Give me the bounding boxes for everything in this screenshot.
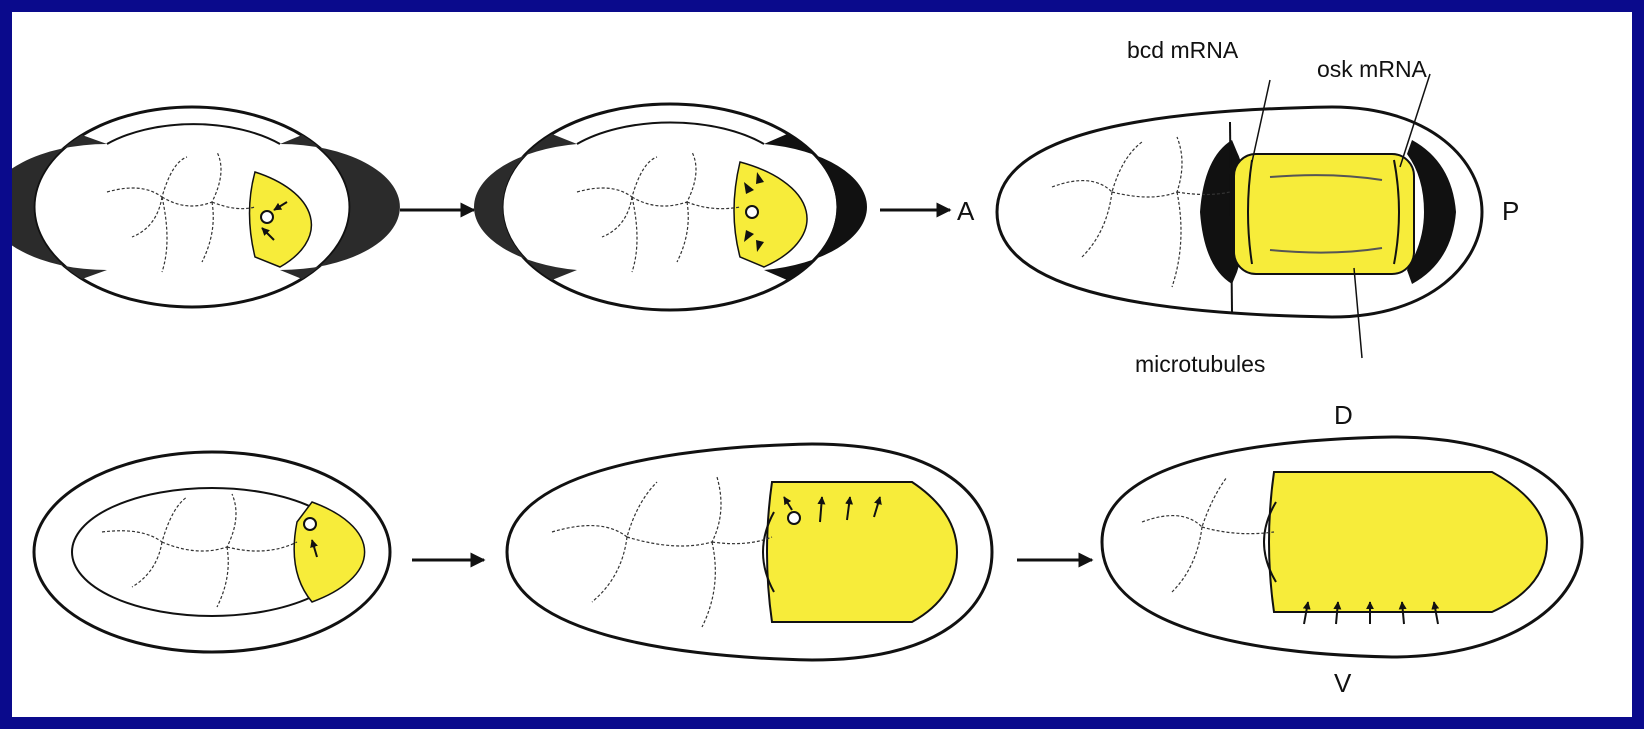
egg-stage-1 (12, 107, 400, 307)
egg-stage-2 (474, 104, 867, 310)
egg-stage-3 (997, 74, 1482, 358)
bcd-mrna-label: bcd mRNA (1127, 37, 1239, 63)
egg-stage-6 (1102, 437, 1582, 657)
figure-panel: A P bcd mRNA osk mRNA microtubules (12, 12, 1632, 717)
egg-stage-5 (507, 444, 992, 660)
osk-mrna-label: osk mRNA (1317, 56, 1428, 82)
microtubules-label: microtubules (1135, 351, 1265, 377)
ventral-label: V (1334, 668, 1352, 698)
anterior-label: A (957, 196, 975, 226)
oocyte-axis-diagram: A P bcd mRNA osk mRNA microtubules (12, 12, 1632, 717)
posterior-label: P (1502, 196, 1519, 226)
egg-stage-4 (34, 452, 390, 652)
dorsal-label: D (1334, 400, 1353, 430)
